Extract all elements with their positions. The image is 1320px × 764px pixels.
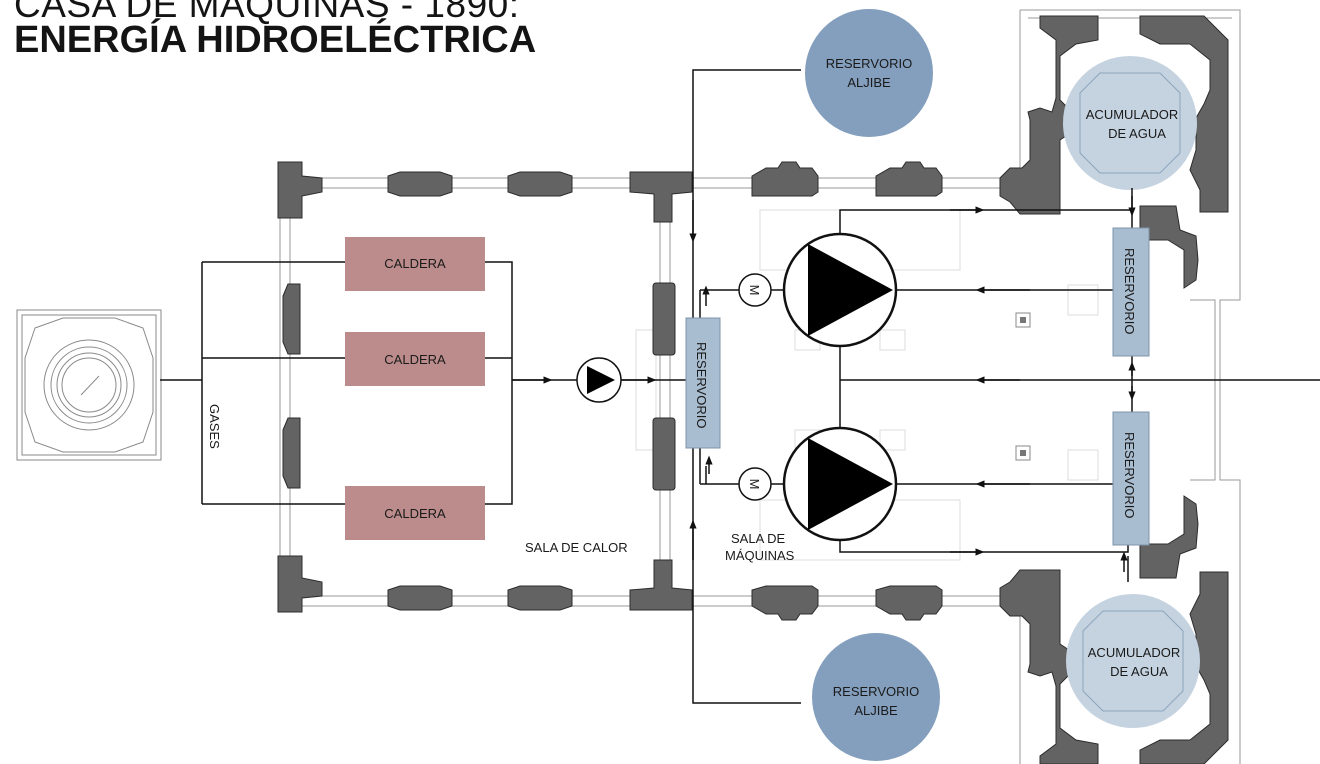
floor-markers <box>1015 312 1031 461</box>
svg-text:M: M <box>747 285 762 296</box>
gases-label: GASES <box>207 404 222 449</box>
acumulador-bottom: ACUMULADOR DE AGUA <box>1066 594 1200 728</box>
caldera-3: CALDERA <box>345 486 485 540</box>
pump-bottom <box>782 426 898 542</box>
building-walls <box>279 9 1241 764</box>
motor-top: M <box>738 273 772 307</box>
caldera-2: CALDERA <box>345 332 485 386</box>
sala-maquinas-label-1: SALA DE <box>731 531 786 546</box>
motor-bottom: M <box>738 467 772 501</box>
diagram-title-line1: CASA DE MÁQUINAS - 1890: <box>14 0 520 25</box>
svg-text:ALJIBE: ALJIBE <box>854 703 898 718</box>
chimney <box>16 309 162 461</box>
svg-text:CALDERA: CALDERA <box>384 506 446 521</box>
svg-text:DE AGUA: DE AGUA <box>1108 126 1166 141</box>
sala-calor-label: SALA DE CALOR <box>525 540 628 555</box>
small-pump <box>576 357 622 403</box>
piping <box>160 69 1320 704</box>
svg-text:RESERVORIO: RESERVORIO <box>826 56 912 71</box>
reservorio-right-bottom: RESERVORIO <box>1112 411 1150 546</box>
sala-maquinas-label-2: MÁQUINAS <box>725 548 795 563</box>
reservorio-center: RESERVORIO <box>685 317 721 449</box>
svg-text:ACUMULADOR: ACUMULADOR <box>1086 107 1178 122</box>
svg-text:ALJIBE: ALJIBE <box>847 75 891 90</box>
svg-text:RESERVORIO: RESERVORIO <box>1122 248 1137 334</box>
caldera-1: CALDERA <box>345 237 485 291</box>
svg-text:DE AGUA: DE AGUA <box>1110 664 1168 679</box>
aljibe-bottom: RESERVORIO ALJIBE <box>812 633 940 761</box>
wall-piers <box>277 15 1229 764</box>
svg-text:RESERVORIO: RESERVORIO <box>694 342 709 428</box>
svg-text:RESERVORIO: RESERVORIO <box>833 684 919 699</box>
svg-text:M: M <box>747 479 762 490</box>
svg-text:ACUMULADOR: ACUMULADOR <box>1088 645 1180 660</box>
acumulador-top: ACUMULADOR DE AGUA <box>1063 56 1197 190</box>
svg-text:CALDERA: CALDERA <box>384 352 446 367</box>
svg-text:RESERVORIO: RESERVORIO <box>1122 432 1137 518</box>
aljibe-top: RESERVORIO ALJIBE <box>805 9 933 137</box>
svg-text:CALDERA: CALDERA <box>384 256 446 271</box>
pump-top <box>782 232 898 348</box>
reservorio-right-top: RESERVORIO <box>1112 227 1150 357</box>
diagram-title-line2: ENERGÍA HIDROELÉCTRICA <box>14 19 537 61</box>
